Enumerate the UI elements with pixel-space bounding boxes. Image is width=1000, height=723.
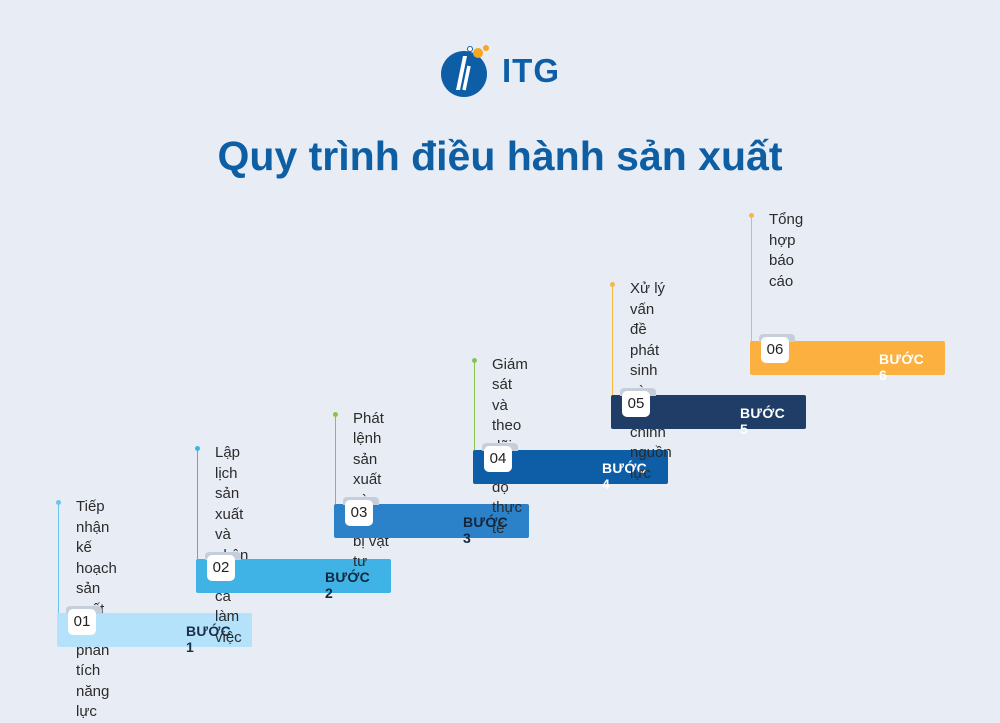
step-label: BƯỚC 6: [879, 351, 924, 383]
step-number: 04: [484, 446, 512, 472]
step-label: BƯỚC 3: [463, 514, 508, 546]
step-description: Xử lý vấn đề phát sinh và điều chỉnh ngu…: [630, 280, 672, 482]
step-connector-line: [751, 216, 752, 341]
step-connector-dot: [472, 357, 477, 363]
step-label: BƯỚC 1: [186, 623, 231, 655]
step-connector-line: [197, 449, 198, 559]
step-label: BƯỚC 5: [740, 405, 785, 437]
step-connector-dot: [333, 411, 338, 417]
brand-logo: ITG: [440, 44, 560, 98]
step-connector-dot: [610, 282, 615, 287]
step-description: Lập lịch sản xuất và phân công ca làm vi…: [215, 444, 248, 646]
step-connector-dot: [749, 213, 754, 218]
itg-logo-icon: [441, 45, 489, 97]
step-number: 03: [345, 500, 373, 526]
step-connector-dot: [56, 500, 61, 505]
step-description: Tổng hợp báo cáo: [769, 211, 804, 290]
step-connector-line: [58, 503, 59, 613]
page-title: Quy trình điều hành sản xuất: [217, 133, 783, 179]
step-connector-line: [474, 360, 475, 450]
step-number: 06: [761, 337, 789, 363]
step-number: 05: [622, 391, 650, 417]
step-connector-dot: [195, 446, 200, 451]
step-connector-line: [612, 285, 613, 395]
step-description: Phát lệnh sản xuất và chuẩn bị vật tư: [353, 409, 394, 571]
step-label: BƯỚC 4: [602, 460, 647, 492]
step-number: 01: [68, 609, 96, 635]
step-number: 02: [207, 555, 235, 581]
step-label: BƯỚC 2: [325, 569, 370, 601]
logo-text: ITG: [502, 52, 560, 89]
step-connector-line: [335, 414, 336, 504]
